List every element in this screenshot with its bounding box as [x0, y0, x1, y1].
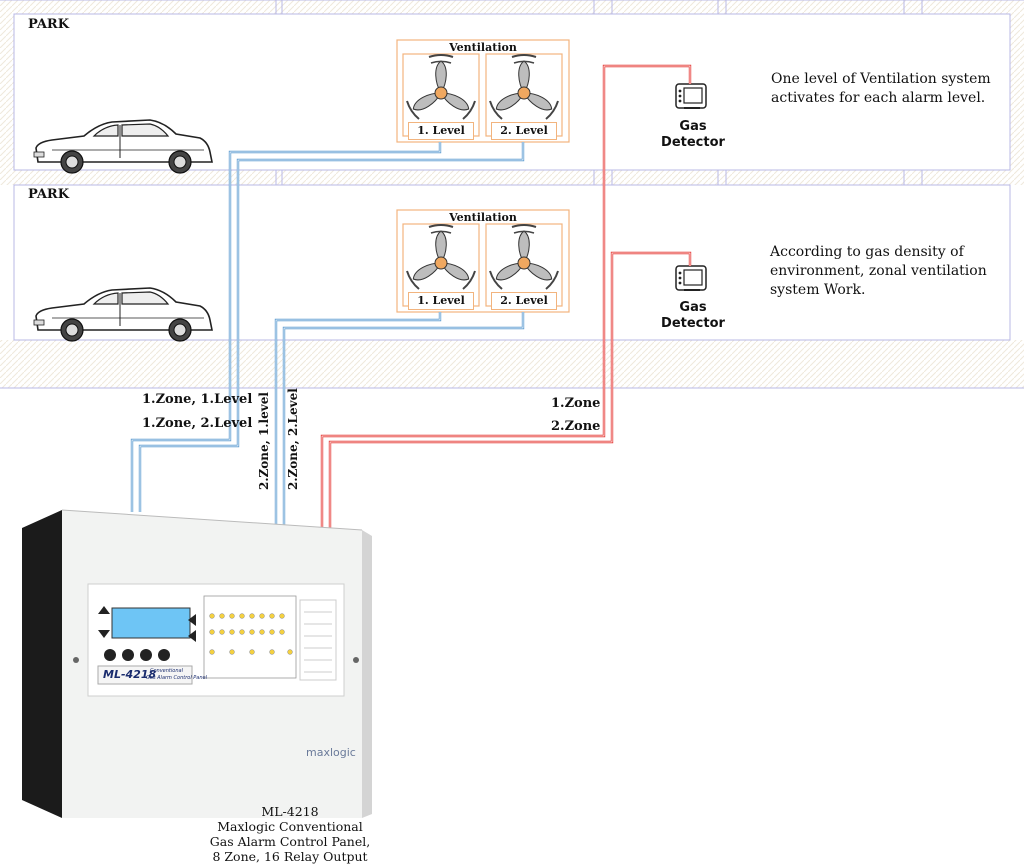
- wire-label-vertical: 2.Zone, 2.Level: [286, 388, 300, 490]
- caption-line: ML-4218: [261, 804, 319, 819]
- panel-subtitle: Gas Alarm Control Panel: [146, 675, 208, 681]
- brand-logo: maxlogic: [306, 746, 356, 759]
- level-tag: 1. Level: [408, 122, 474, 140]
- gas-detector-label-line: Detector: [661, 135, 725, 150]
- ventilation-title: Ventilation: [449, 211, 517, 224]
- description-line: One level of Ventilation system: [771, 71, 991, 87]
- park-label: PARK: [28, 187, 70, 202]
- gas-detector-label: Gas Detector: [648, 300, 738, 332]
- level-tag: 1. Level: [408, 292, 474, 310]
- description-line: system Work.: [770, 282, 866, 298]
- panel-lcd-screen: [111, 607, 191, 639]
- panel-model-label: ML-4218: [103, 668, 157, 681]
- gas-detector-icon: [675, 265, 707, 291]
- caption-line: 8 Zone, 16 Relay Output: [212, 849, 368, 864]
- gas-detector-label: Gas Detector: [648, 119, 738, 151]
- description-text: According to gas density of environment,…: [770, 243, 987, 300]
- wire-label: 1.Zone: [551, 396, 601, 411]
- description-text: One level of Ventilation system activate…: [771, 70, 991, 108]
- caption-line: Gas Alarm Control Panel,: [209, 834, 371, 849]
- control-panel: [22, 509, 372, 818]
- wire-label: 1.Zone, 1.Level: [142, 392, 253, 407]
- description-line: According to gas density of: [770, 244, 964, 260]
- wire-label: 1.Zone, 2.Level: [142, 416, 253, 431]
- park-label: PARK: [28, 17, 70, 32]
- level-tag: 2. Level: [491, 292, 557, 310]
- panel-caption: ML-4218 Maxlogic Conventional Gas Alarm …: [180, 804, 400, 864]
- gas-detector-label-line: Gas: [679, 119, 707, 134]
- gas-detector-label-line: Gas: [679, 300, 707, 315]
- ventilation-title: Ventilation: [449, 41, 517, 54]
- detector-wires-inner: [321, 65, 691, 530]
- panel-subtitle: Conventional: [150, 668, 183, 674]
- level-tag: 2. Level: [491, 122, 557, 140]
- gas-detector-icon: [675, 83, 707, 109]
- gas-detector-label-line: Detector: [661, 316, 725, 331]
- wire-label-vertical: 2.Zone, 1.level: [257, 392, 271, 490]
- description-line: activates for each alarm level.: [771, 90, 986, 106]
- caption-line: Maxlogic Conventional: [217, 819, 363, 834]
- wire-label: 2.Zone: [551, 419, 601, 434]
- ventilation-wires-inner: [131, 142, 524, 530]
- description-line: environment, zonal ventilation: [770, 263, 987, 279]
